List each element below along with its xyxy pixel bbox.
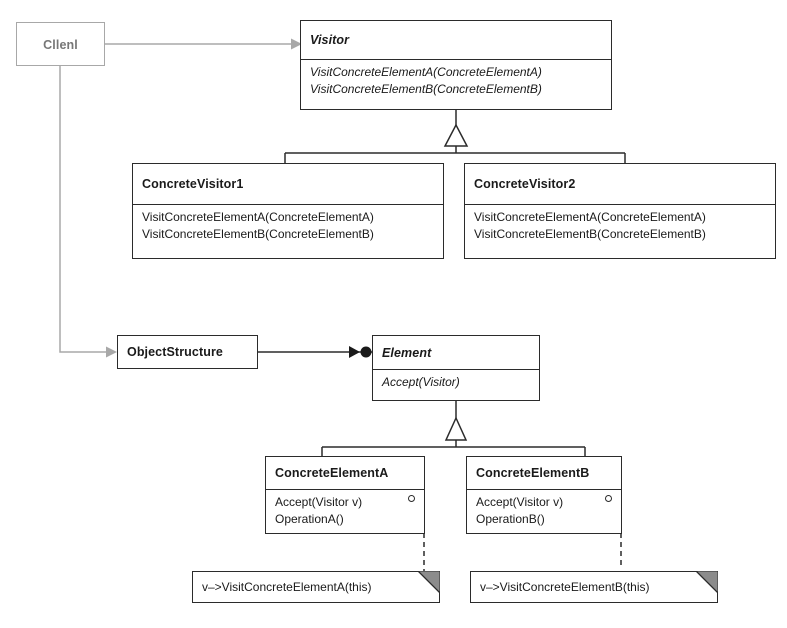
class-name-visitor: Visitor: [310, 33, 350, 47]
class-operations-concrete-visitor-2: VisitConcreteElementA(ConcreteElementA) …: [465, 205, 775, 243]
class-box-visitor[interactable]: Visitor VisitConcreteElementA(ConcreteEl…: [300, 20, 612, 110]
class-name-concrete-element-b: ConcreteElementB: [476, 466, 590, 480]
operation-item: OperationA(): [275, 512, 344, 526]
note-box-a[interactable]: v–>VisitConcreteElementA(this): [192, 571, 440, 603]
class-operations-element: Accept(Visitor): [373, 370, 539, 391]
note-text-b: v–>VisitConcreteElementB(this): [480, 580, 650, 594]
operation-item: VisitConcreteElementA(ConcreteElementA): [142, 210, 374, 224]
class-divider: [301, 59, 611, 60]
note-box-b[interactable]: v–>VisitConcreteElementB(this): [470, 571, 718, 603]
class-name-concrete-visitor-2: ConcreteVisitor2: [474, 177, 576, 191]
class-operations-concrete-element-a: Accept(Visitor v) OperationA(): [266, 490, 424, 528]
operation-item: VisitConcreteElementB(ConcreteElementB): [474, 227, 706, 241]
class-box-concrete-visitor-2[interactable]: ConcreteVisitor2 VisitConcreteElementA(C…: [464, 163, 776, 259]
operation-item: Accept(Visitor v): [476, 495, 564, 509]
edge-client-to-visitor: [105, 38, 302, 50]
class-box-object-structure[interactable]: ObjectStructure: [117, 335, 258, 369]
operation-item: VisitConcreteElementB(ConcreteElementB): [142, 227, 374, 241]
operation-item: Accept(Visitor): [382, 375, 460, 389]
class-operations-visitor: VisitConcreteElementA(ConcreteElementA) …: [301, 60, 611, 98]
edge-objectstructure-to-element: [258, 346, 372, 358]
edge-element-generalization: [321, 400, 586, 457]
note-fold-corner-icon: [696, 571, 718, 593]
note-anchor-point-b: [605, 495, 612, 502]
class-box-concrete-element-a[interactable]: ConcreteElementA Accept(Visitor v) Opera…: [265, 456, 425, 534]
class-divider: [266, 489, 424, 490]
class-divider: [467, 489, 621, 490]
operation-item: VisitConcreteElementA(ConcreteElementA): [310, 65, 542, 79]
class-divider: [465, 204, 775, 205]
note-text-a: v–>VisitConcreteElementA(this): [202, 580, 372, 594]
class-name-concrete-element-a: ConcreteElementA: [275, 466, 389, 480]
class-divider: [373, 369, 539, 370]
class-name-concrete-visitor-1: ConcreteVisitor1: [142, 177, 244, 191]
class-operations-concrete-visitor-1: VisitConcreteElementA(ConcreteElementA) …: [133, 205, 443, 243]
operation-item: VisitConcreteElementA(ConcreteElementA): [474, 210, 706, 224]
note-anchor-point-a: [408, 495, 415, 502]
note-fold-corner-icon: [418, 571, 440, 593]
class-operations-concrete-element-b: Accept(Visitor v) OperationB(): [467, 490, 621, 528]
class-name-client: Cllenl: [43, 38, 78, 52]
class-box-element[interactable]: Element Accept(Visitor): [372, 335, 540, 401]
class-box-concrete-visitor-1[interactable]: ConcreteVisitor1 VisitConcreteElementA(C…: [132, 163, 444, 259]
edge-visitor-generalization: [284, 110, 626, 163]
edge-client-to-objectstructure: [59, 65, 117, 358]
class-name-object-structure: ObjectStructure: [127, 345, 223, 359]
class-box-client[interactable]: Cllenl: [16, 22, 105, 66]
operation-item: OperationB(): [476, 512, 545, 526]
operation-item: Accept(Visitor v): [275, 495, 363, 509]
class-box-concrete-element-b[interactable]: ConcreteElementB Accept(Visitor v) Opera…: [466, 456, 622, 534]
operation-item: VisitConcreteElementB(ConcreteElementB): [310, 82, 542, 96]
class-divider: [133, 204, 443, 205]
class-name-element: Element: [382, 345, 432, 360]
